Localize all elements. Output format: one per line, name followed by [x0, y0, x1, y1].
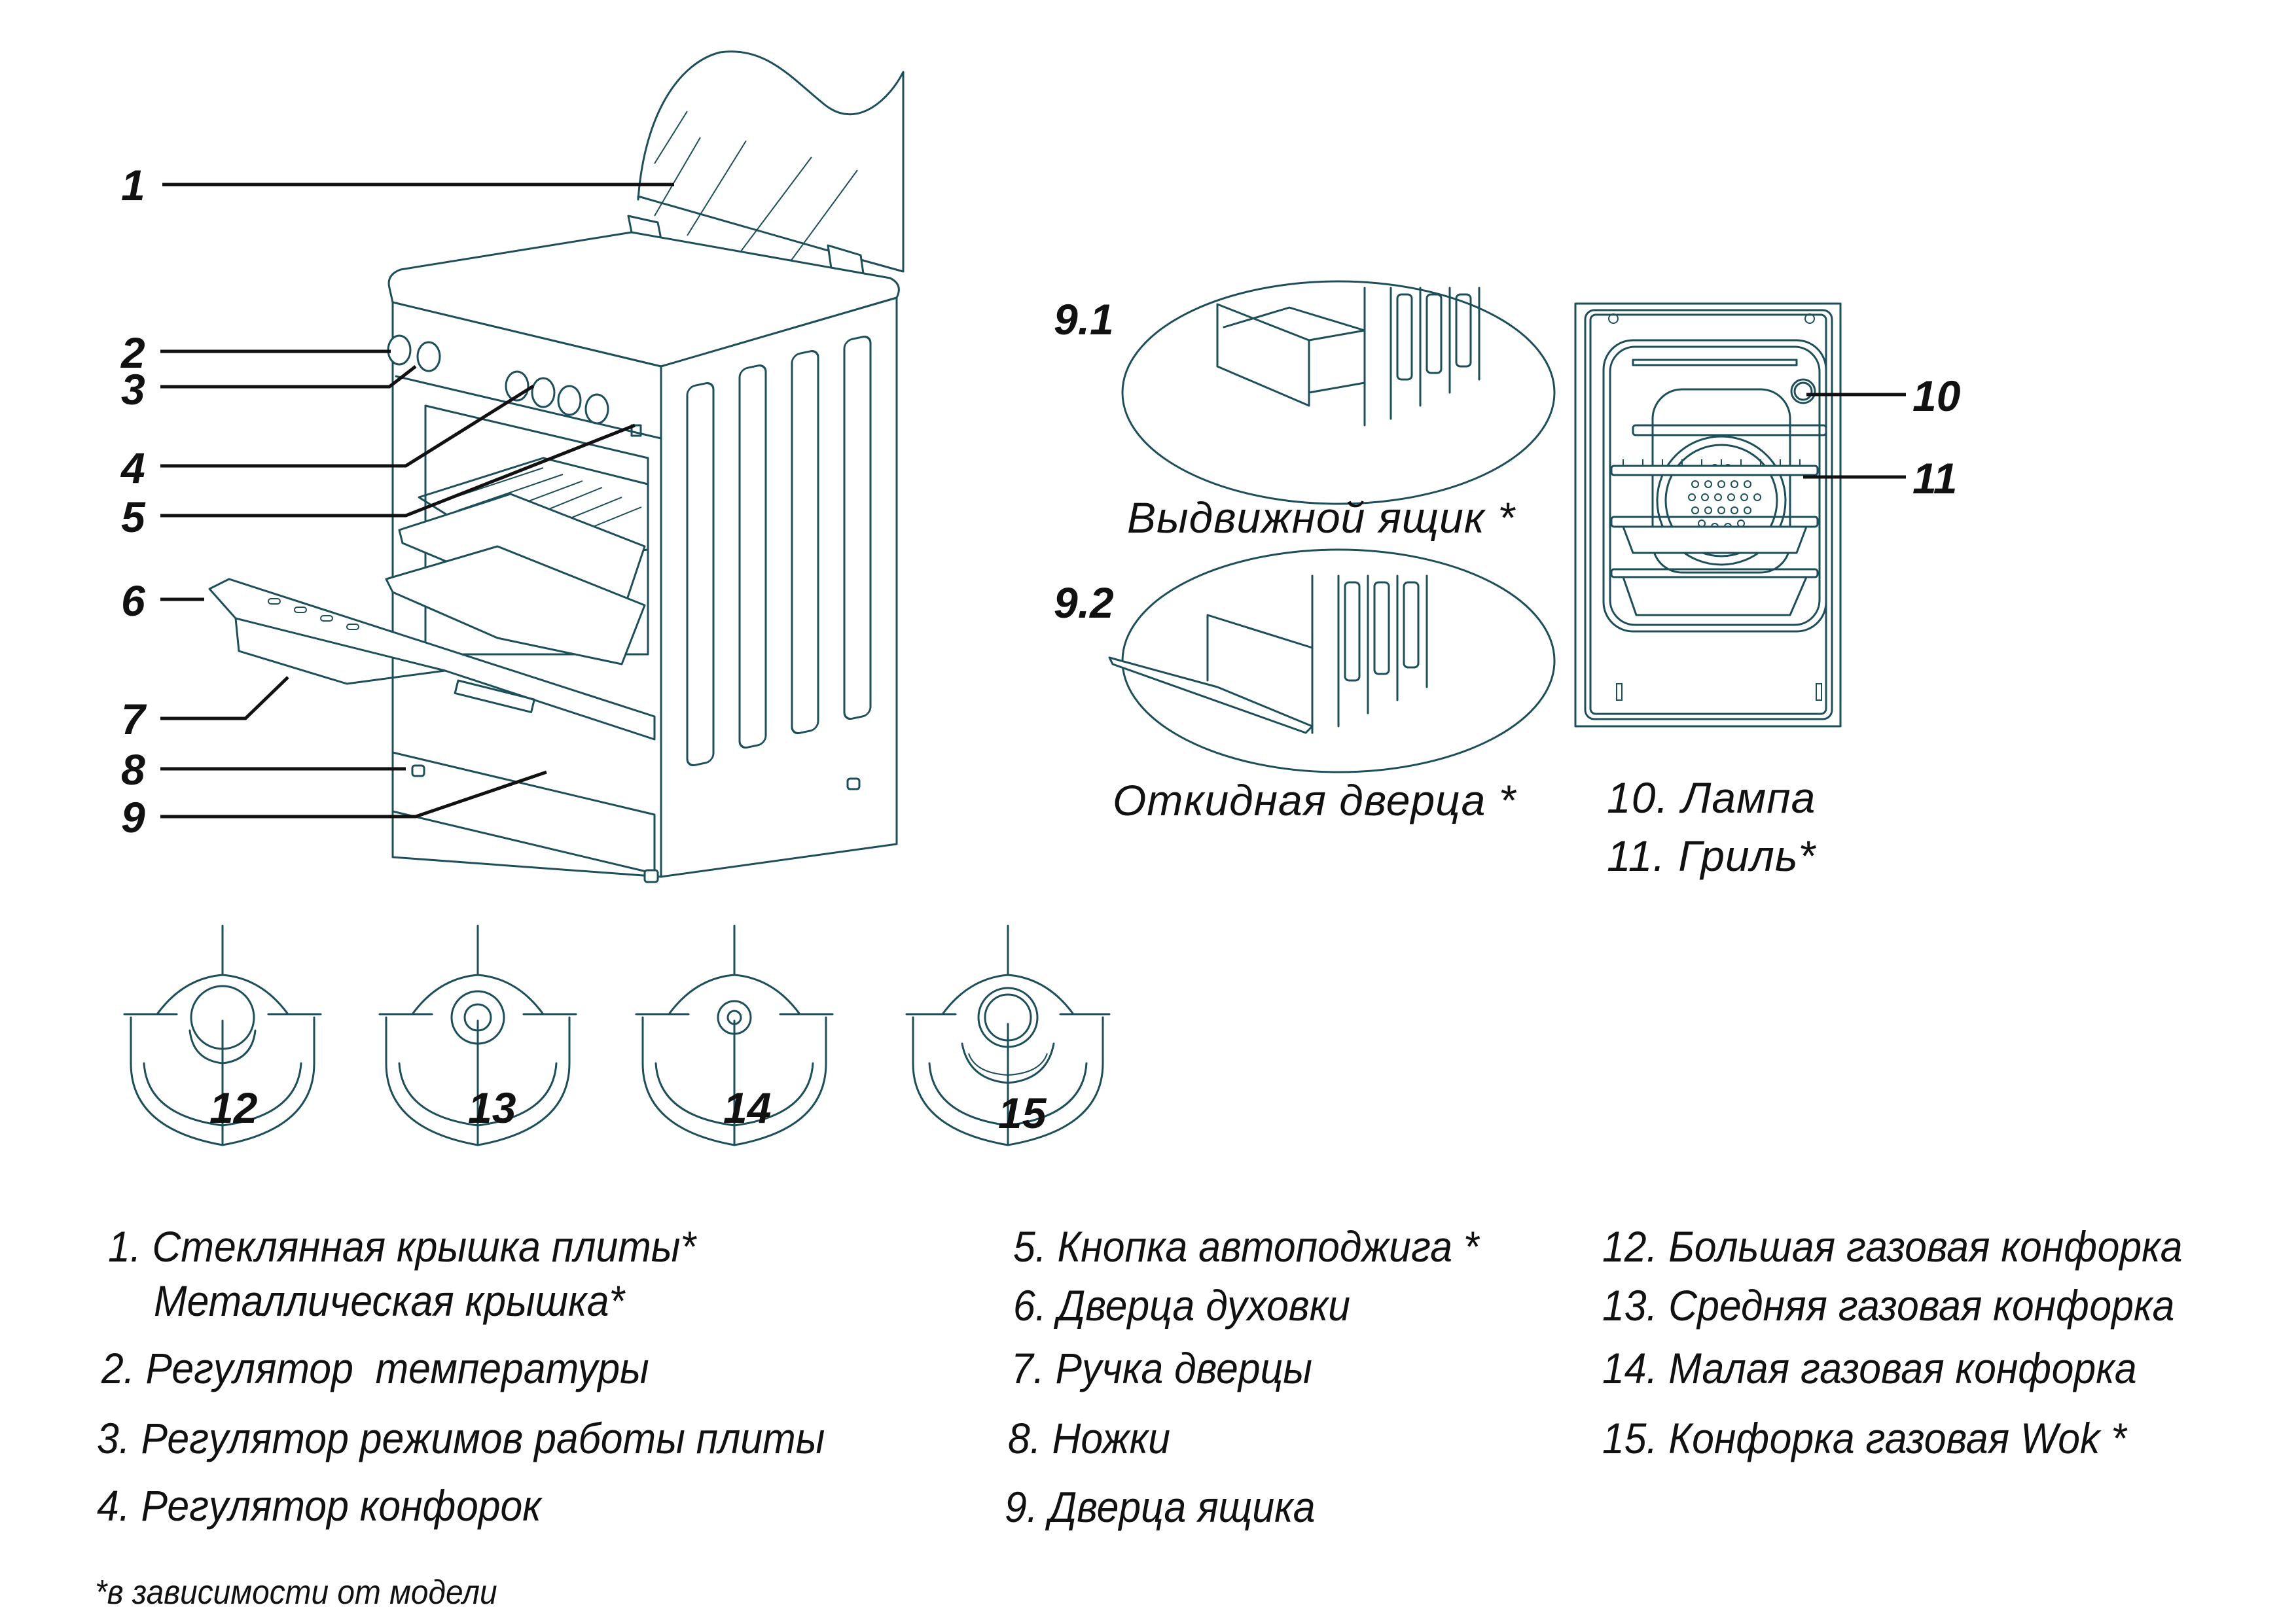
burner-small-illustration — [635, 925, 834, 1146]
burner-large-illustration — [123, 925, 322, 1146]
control-knobs — [387, 334, 609, 425]
legend-item-13: 13. Средняя газовая конфорка — [1602, 1281, 2175, 1330]
glass-lid — [637, 50, 905, 273]
callout-5: 5 — [121, 493, 145, 541]
callout-9-1: 9.1 — [1054, 295, 1114, 344]
grill-element — [1610, 465, 1819, 476]
oven-legend-lamp: 10. Лампа — [1607, 773, 1816, 822]
callout-9-2: 9.2 — [1054, 578, 1114, 627]
legend-item-4: 4. Регулятор конфорок — [97, 1481, 541, 1530]
legend-item-9: 9. Дверца ящика — [1005, 1483, 1316, 1531]
leader-lines-main — [160, 183, 674, 819]
side-panels — [686, 336, 872, 767]
legend-item-7: 7. Ручка дверцы — [1011, 1344, 1312, 1392]
stove-feet — [411, 764, 861, 883]
callout-8: 8 — [121, 745, 145, 794]
footnote: *в зависимости от модели — [95, 1574, 497, 1612]
legend-item-8: 8. Ножки — [1008, 1414, 1171, 1462]
storage-drawer — [391, 751, 656, 875]
door-handle — [454, 679, 535, 713]
legend-item-6: 6. Дверца духовки — [1013, 1281, 1351, 1330]
legend-item-1-alt: Металлическая крышка* — [154, 1277, 625, 1325]
callout-13: 13 — [468, 1084, 516, 1132]
caption-drawer-variant-9-1: Выдвижной ящик * — [1127, 493, 1516, 542]
burner-wok-illustration — [905, 925, 1111, 1146]
callout-14: 14 — [723, 1084, 772, 1132]
callout-11: 11 — [1912, 454, 1958, 503]
legend-item-15: 15. Конфорка газовая Wok * — [1602, 1414, 2126, 1462]
callout-7: 7 — [121, 695, 145, 743]
legend-item-2: 2. Регулятор температуры — [101, 1344, 649, 1392]
callout-9: 9 — [121, 793, 145, 841]
oven-legend-grill: 11. Гриль* — [1607, 832, 1816, 880]
stove-illustration — [208, 50, 905, 883]
legend-item-5: 5. Кнопка автоподжига * — [1013, 1222, 1479, 1271]
stove-side — [660, 296, 898, 878]
burner-medium-illustration — [378, 925, 577, 1146]
fan-cover-holes — [1688, 464, 1761, 531]
callout-6: 6 — [121, 576, 145, 625]
leader-lines-oven — [1803, 393, 1906, 479]
callout-3: 3 — [121, 365, 145, 414]
legend-item-14: 14. Малая газовая конфорка — [1602, 1344, 2137, 1392]
caption-drawer-variant-9-2: Откидная дверца * — [1113, 776, 1516, 824]
legend-item-1: 1. Стеклянная крышка плиты* — [108, 1222, 696, 1271]
legend-item-12: 12. Большая газовая конфорка — [1602, 1222, 2183, 1271]
baking-tray-2 — [385, 545, 646, 665]
callout-10: 10 — [1912, 372, 1961, 420]
drawer-variant-9-1-illustration — [1121, 280, 1556, 505]
callout-2: 2 — [121, 328, 145, 377]
oven-interior-illustration — [1574, 302, 1842, 728]
drawer-variant-9-2-illustration — [1108, 548, 1556, 773]
legend-item-3: 3. Регулятор режимов работы плиты — [97, 1414, 825, 1462]
callout-15: 15 — [998, 1089, 1047, 1137]
callout-12: 12 — [209, 1084, 258, 1132]
callout-4: 4 — [121, 444, 145, 492]
callout-1: 1 — [121, 161, 145, 209]
